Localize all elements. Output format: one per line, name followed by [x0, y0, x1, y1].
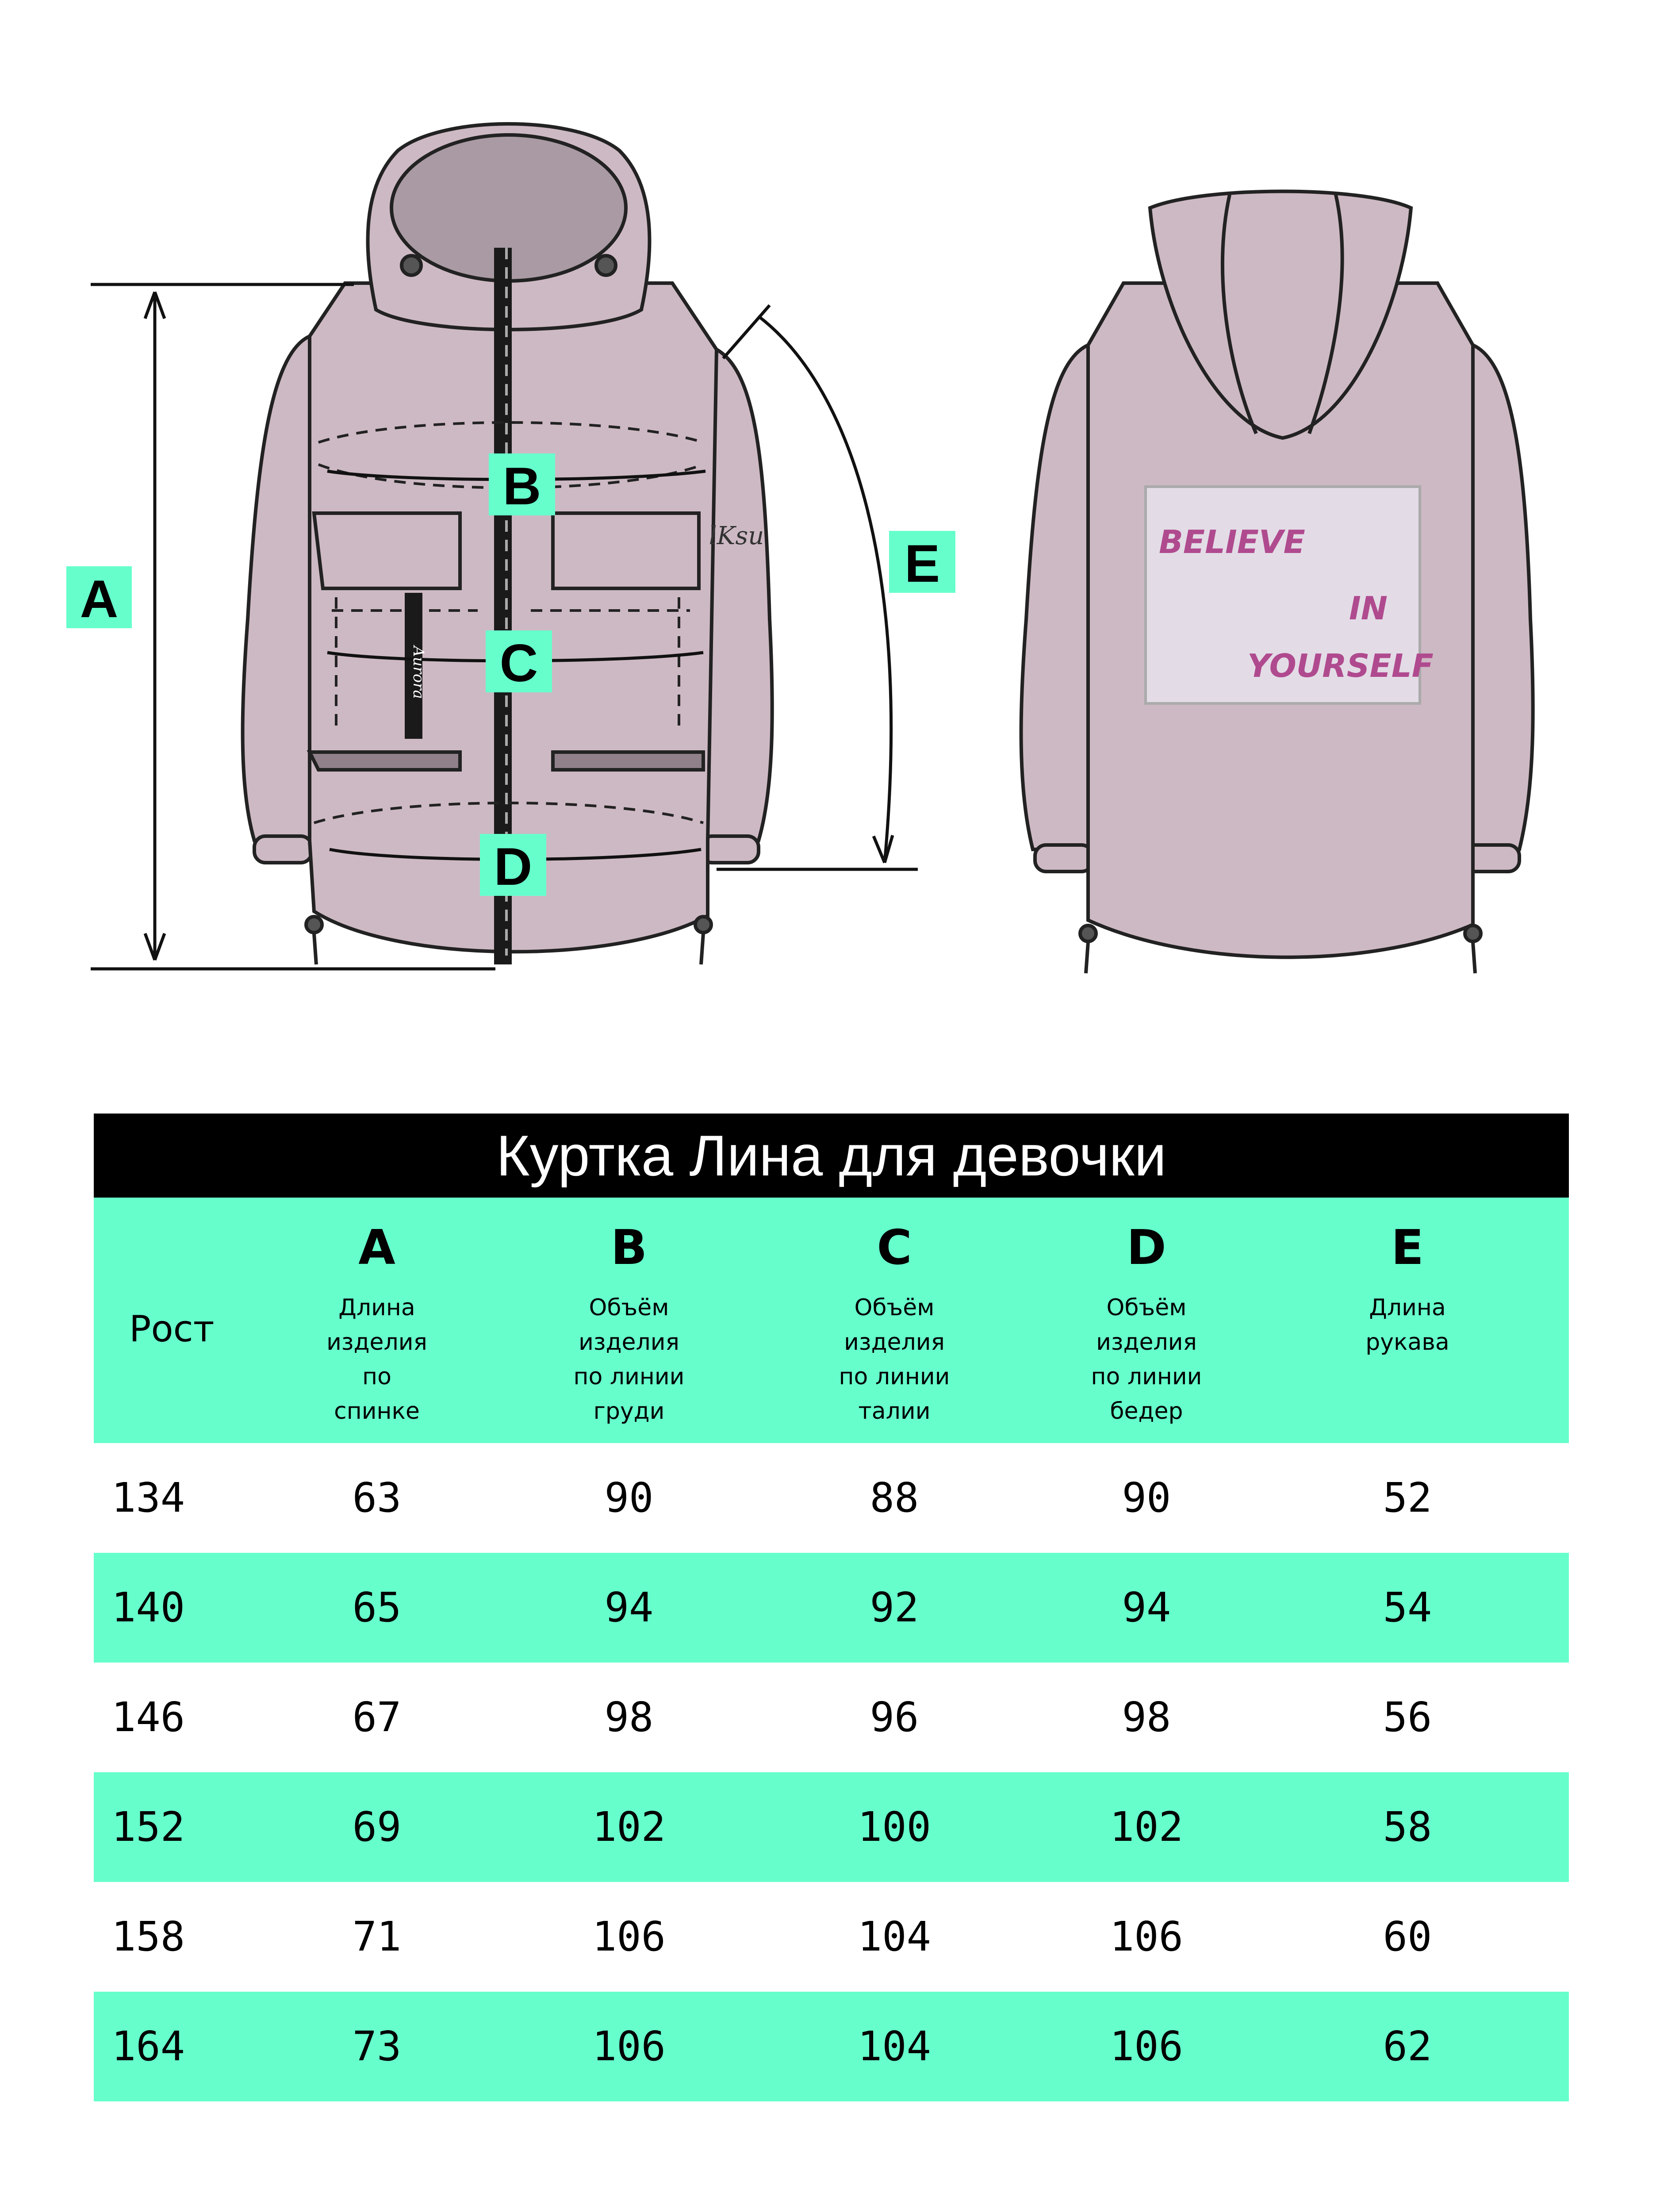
measure-cell: 54 — [1383, 1584, 1432, 1631]
column-description: Объём изделия по линии бедер — [1054, 1290, 1239, 1429]
description-line: Длина — [338, 1294, 415, 1321]
measure-cell: 106 — [592, 1913, 666, 1960]
description-line: талии — [858, 1398, 931, 1425]
measure-cell: 73 — [352, 2023, 402, 2070]
table-row: 158 71 106 104 106 60 — [94, 1882, 1569, 1992]
measure-cell: 67 — [352, 1694, 402, 1741]
measure-cell: 62 — [1383, 2023, 1432, 2070]
measure-cell: 58 — [1383, 1803, 1432, 1851]
height-cell: 134 — [111, 1474, 185, 1521]
measure-cell: 90 — [604, 1474, 654, 1521]
height-cell: 158 — [111, 1913, 185, 1960]
description-line: Объём — [854, 1294, 935, 1321]
description-line: изделия — [1096, 1329, 1197, 1356]
column-description: Объём изделия по линии груди — [536, 1290, 722, 1429]
jacket-illustration: A B C D E Aurora lKsu BELIEVE IN YOURSEL… — [66, 122, 1535, 974]
header-col-b: B Объём изделия по линии груди — [536, 1198, 722, 1443]
svg-text:IN: IN — [1349, 590, 1388, 627]
label-a: A — [66, 566, 132, 629]
measure-cell: 71 — [352, 1913, 402, 1960]
measure-cell: 63 — [352, 1474, 402, 1521]
svg-text:E: E — [905, 534, 940, 593]
description-line: изделия — [326, 1329, 427, 1356]
label-e: E — [889, 531, 955, 593]
header-col-d: D Объём изделия по линии бедер — [1054, 1198, 1239, 1443]
table-title: Куртка Лина для девочки — [94, 1114, 1569, 1198]
description-line: Объём — [589, 1294, 669, 1321]
back-patch-text: BELIEVE IN YOURSELF — [1159, 523, 1434, 684]
description-line: по линии — [839, 1363, 950, 1390]
measure-cell: 106 — [592, 2023, 666, 2070]
measure-cell: 88 — [870, 1474, 919, 1521]
measure-cell: 69 — [352, 1803, 402, 1851]
svg-text:D: D — [494, 837, 533, 896]
measure-cell: 106 — [1109, 1913, 1184, 1960]
column-description: Объём изделия по линии талии — [801, 1290, 987, 1429]
measure-cell: 96 — [870, 1694, 919, 1741]
measure-cell: 92 — [870, 1584, 919, 1631]
table-header: Рост A Длина изделия по спинке B Объём изделия п… — [94, 1198, 1569, 1443]
description-line: груди — [593, 1398, 665, 1425]
label-c: C — [486, 630, 552, 693]
label-b: B — [489, 453, 555, 516]
svg-text:A: A — [80, 569, 119, 629]
rost-header: Рост — [129, 1308, 215, 1350]
description-line: изделия — [579, 1329, 679, 1356]
measure-cell: 102 — [1109, 1803, 1184, 1851]
description-line: бедер — [1110, 1398, 1183, 1425]
column-description: Длина изделия по спинке — [280, 1290, 474, 1429]
table-row: 134 63 90 88 90 52 — [94, 1443, 1569, 1553]
measure-cell: 102 — [592, 1803, 666, 1851]
description-line: изделия — [844, 1329, 945, 1356]
header-col-e: E Длина рукава — [1315, 1198, 1500, 1443]
height-cell: 140 — [111, 1584, 185, 1631]
column-letter: E — [1391, 1220, 1424, 1275]
description-line: по линии — [1091, 1363, 1202, 1390]
measure-cell: 52 — [1383, 1474, 1432, 1521]
table-row: 146 67 98 96 98 56 — [94, 1663, 1569, 1772]
header-col-c: C Объём изделия по линии талии — [801, 1198, 987, 1443]
size-table: Куртка Лина для девочки Рост A Длина издел… — [94, 1114, 1569, 2101]
measure-cell: 98 — [604, 1694, 654, 1741]
measure-cell: 100 — [857, 1803, 932, 1851]
measure-cell: 106 — [1109, 2023, 1184, 2070]
table-row: 164 73 106 104 106 62 — [94, 1992, 1569, 2101]
column-letter: C — [877, 1220, 912, 1275]
front-view — [241, 122, 774, 965]
column-letter: D — [1127, 1220, 1166, 1275]
measure-cell: 98 — [1122, 1694, 1171, 1741]
height-cell: 164 — [111, 2023, 185, 2070]
description-line: Длина — [1369, 1294, 1446, 1321]
description-line: по линии — [573, 1363, 685, 1390]
description-line: рукава — [1365, 1329, 1449, 1356]
table-row: 152 69 102 100 102 58 — [94, 1772, 1569, 1882]
column-letter: A — [358, 1220, 395, 1275]
description-line: по — [362, 1363, 391, 1390]
measure-cell: 65 — [352, 1584, 402, 1631]
sleeve-logo: lKsu — [709, 522, 764, 550]
svg-text:B: B — [503, 457, 541, 516]
measure-cell: 94 — [1122, 1584, 1171, 1631]
measure-cell: 90 — [1122, 1474, 1171, 1521]
measure-cell: 104 — [857, 2023, 932, 2070]
measure-cell: 104 — [857, 1913, 932, 1960]
description-line: Объём — [1106, 1294, 1187, 1321]
height-cell: 146 — [111, 1694, 185, 1741]
description-line: спинке — [334, 1398, 420, 1425]
height-cell: 152 — [111, 1803, 185, 1851]
svg-text:C: C — [500, 634, 538, 693]
svg-text:BELIEVE: BELIEVE — [1159, 523, 1305, 561]
measure-cell: 94 — [604, 1584, 654, 1631]
svg-text:YOURSELF: YOURSELF — [1247, 647, 1434, 684]
back-view — [1019, 189, 1535, 974]
label-d: D — [480, 834, 546, 896]
front-tag-text: Aurora — [410, 645, 427, 699]
table-row: 140 65 94 92 94 54 — [94, 1553, 1569, 1663]
column-description: Длина рукава — [1315, 1290, 1500, 1359]
column-letter: B — [610, 1220, 648, 1275]
measure-cell: 60 — [1383, 1913, 1432, 1960]
header-col-a: A Длина изделия по спинке — [280, 1198, 474, 1443]
measure-cell: 56 — [1383, 1694, 1432, 1741]
